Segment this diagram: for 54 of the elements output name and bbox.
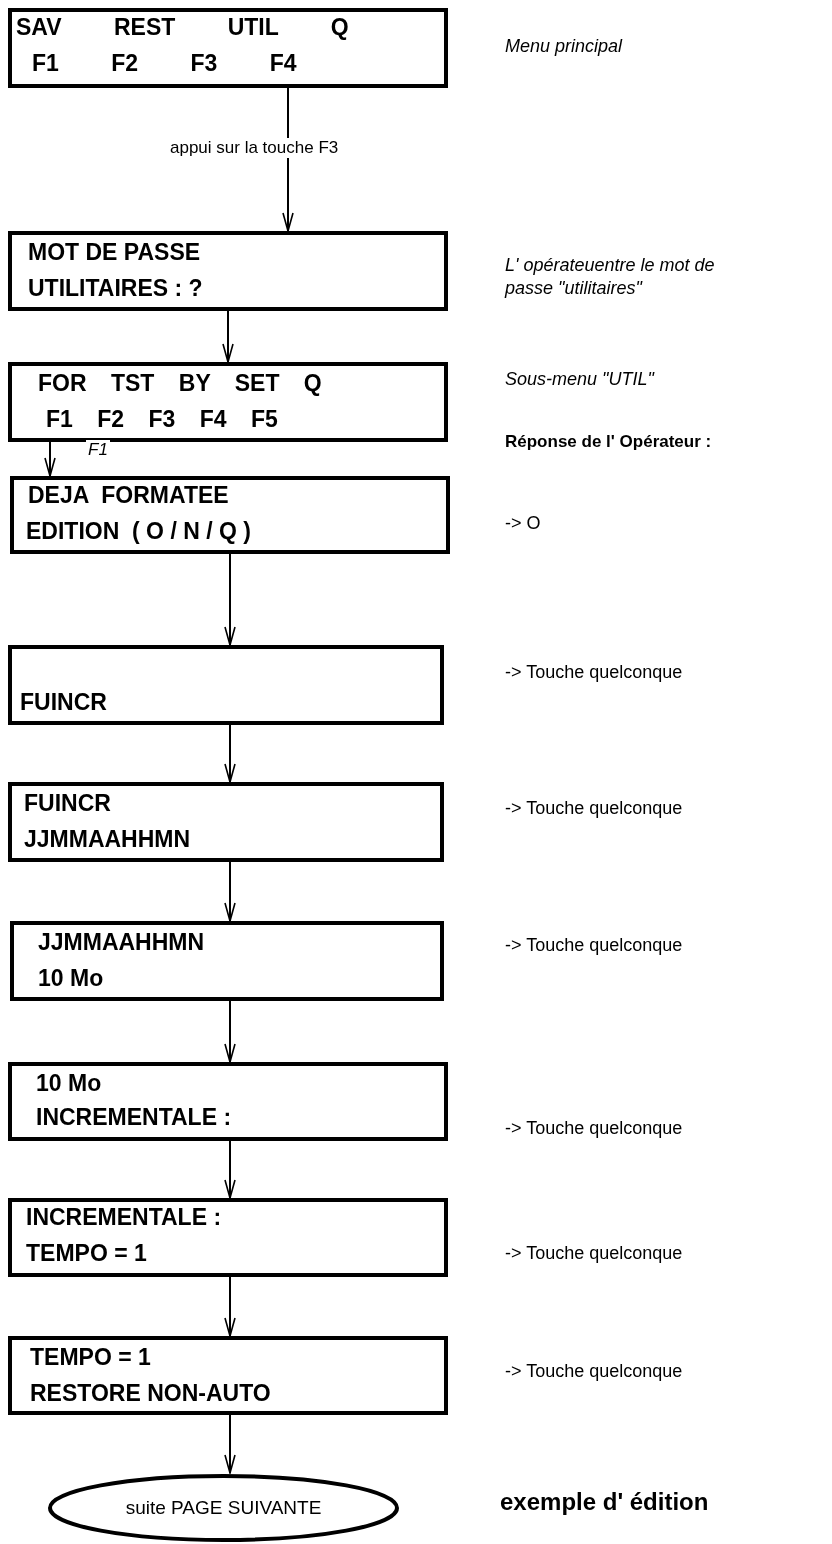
screen-text: F1 F2 F3 F4 F5	[46, 406, 278, 432]
screen-text: TEMPO = 1	[30, 1344, 151, 1370]
arrow	[224, 1414, 236, 1474]
arrow	[224, 861, 236, 922]
annotation-text: -> Touche quelconque	[505, 1117, 683, 1140]
screen-text: 10 Mo	[36, 1070, 102, 1096]
annotation-text: -> Touche quelconque	[505, 1360, 683, 1383]
screen-box	[8, 1198, 448, 1277]
arrow	[222, 310, 234, 363]
annotation-text: -> Touche quelconque	[505, 797, 683, 820]
screen-text: SAV REST UTIL Q	[16, 14, 349, 40]
screen-box	[8, 1336, 448, 1415]
screen-text: DEJA FORMATEE	[28, 482, 229, 508]
screen-text: RESTORE NON-AUTO	[30, 1380, 271, 1406]
screen-text: UTILITAIRES : ?	[28, 275, 203, 301]
screen-text: INCREMENTALE :	[26, 1204, 222, 1230]
screen-text: TEMPO = 1	[26, 1240, 147, 1266]
screen-box	[8, 8, 448, 88]
screen-text: INCREMENTALE :	[36, 1104, 232, 1130]
terminator-ellipse	[47, 1473, 400, 1543]
annotation-text: -> Touche quelconque	[505, 934, 683, 957]
screen-text: FUINCR	[20, 689, 107, 715]
column-heading: Réponse de l' Opérateur :	[505, 432, 712, 452]
screen-box	[8, 1062, 448, 1141]
terminator-text: suite PAGE SUIVANTE	[124, 1496, 323, 1520]
screen-box	[10, 476, 450, 554]
annotation-text: -> Touche quelconque	[505, 1242, 683, 1265]
screen-text: JJMMAAHHMN	[38, 929, 205, 955]
arrow	[224, 1140, 236, 1199]
screen-text: FOR TST BY SET Q	[38, 370, 322, 396]
screen-box	[8, 782, 444, 862]
screen-text: 10 Mo	[38, 965, 104, 991]
screen-box	[8, 645, 444, 725]
caption-text: exemple d' édition	[500, 1488, 709, 1516]
arrow	[224, 1276, 236, 1337]
screen-text: MOT DE PASSE	[28, 239, 201, 265]
arrow	[224, 1000, 236, 1063]
screen-text: JJMMAAHHMN	[24, 826, 191, 852]
annotation-text: -> Touche quelconque	[505, 661, 683, 684]
screen-text: EDITION ( O / N / Q )	[26, 518, 251, 544]
annotation-text: Sous-menu "UTIL"	[505, 368, 654, 391]
annotation-text: -> O	[505, 512, 541, 535]
arrow	[44, 441, 56, 477]
arrow	[224, 553, 236, 646]
annotation-text: Menu principal	[505, 35, 623, 58]
screen-box	[8, 362, 448, 442]
screen-box	[10, 921, 444, 1001]
edge-label: appui sur la touche F3	[168, 138, 341, 158]
screen-text: FUINCR	[24, 790, 111, 816]
arrow	[282, 87, 294, 232]
annotation-text: L' opérateuentre le mot de passe "utilitaires"	[505, 254, 716, 300]
screen-box	[8, 231, 448, 311]
arrow	[224, 724, 236, 783]
screen-text: F1 F2 F3 F4	[32, 50, 297, 76]
